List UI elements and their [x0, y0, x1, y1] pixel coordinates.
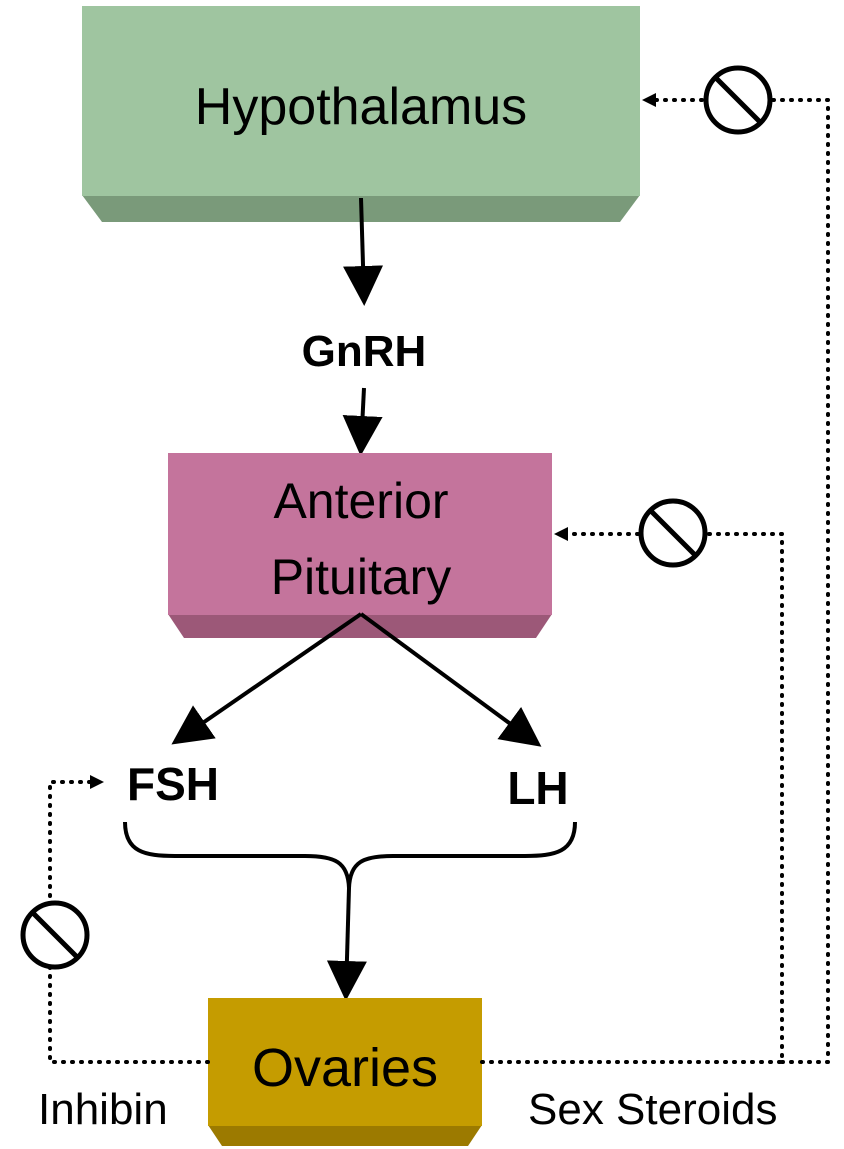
ovaries-box: Ovaries: [208, 998, 482, 1146]
arrow-pituitary-to-lh: [359, 612, 542, 747]
anterior-pituitary-box-face: [168, 453, 552, 615]
sex-steroids-hypothalamus-arrowhead: [642, 93, 656, 107]
arrow-gonadotropins-to-ovaries: [326, 887, 367, 1001]
anterior-pituitary-label-line1: Anterior: [273, 473, 448, 529]
anterior-pituitary-label-line2: Pituitary: [271, 549, 452, 605]
prohibition-icon: [703, 65, 773, 135]
arrow-pituitary-to-fsh: [171, 612, 363, 745]
anterior-pituitary-box: Anterior Pituitary: [168, 453, 552, 638]
gnrh-label: GnRH: [302, 327, 427, 376]
inhibin-arrowhead: [90, 775, 104, 789]
inhibin-label: Inhibin: [38, 1085, 168, 1134]
anterior-pituitary-box-shade: [168, 614, 552, 638]
sex-steroids-pituitary-arrowhead: [554, 527, 568, 541]
arrow-hypothalamus-to-gnrh: [343, 197, 384, 306]
ovaries-box-face: [208, 998, 482, 1126]
hypothalamus-box: Hypothalamus: [82, 6, 640, 222]
hypothalamus-label: Hypothalamus: [195, 78, 527, 136]
hypothalamus-box-face: [82, 6, 640, 196]
prohibition-icon: [20, 900, 90, 970]
fsh-lh-brace: [123, 821, 577, 889]
ovaries-label: Ovaries: [252, 1038, 438, 1098]
lh-label: LH: [507, 762, 568, 814]
sex-steroids-label: Sex Steroids: [528, 1085, 777, 1134]
prohibition-icon: [638, 498, 708, 568]
sex-steroids-to-hypothalamus-path: [654, 98, 830, 1064]
fsh-label: FSH: [127, 758, 219, 810]
arrow-gnrh-to-pituitary: [342, 387, 383, 456]
ovaries-box-shade: [208, 1125, 482, 1146]
